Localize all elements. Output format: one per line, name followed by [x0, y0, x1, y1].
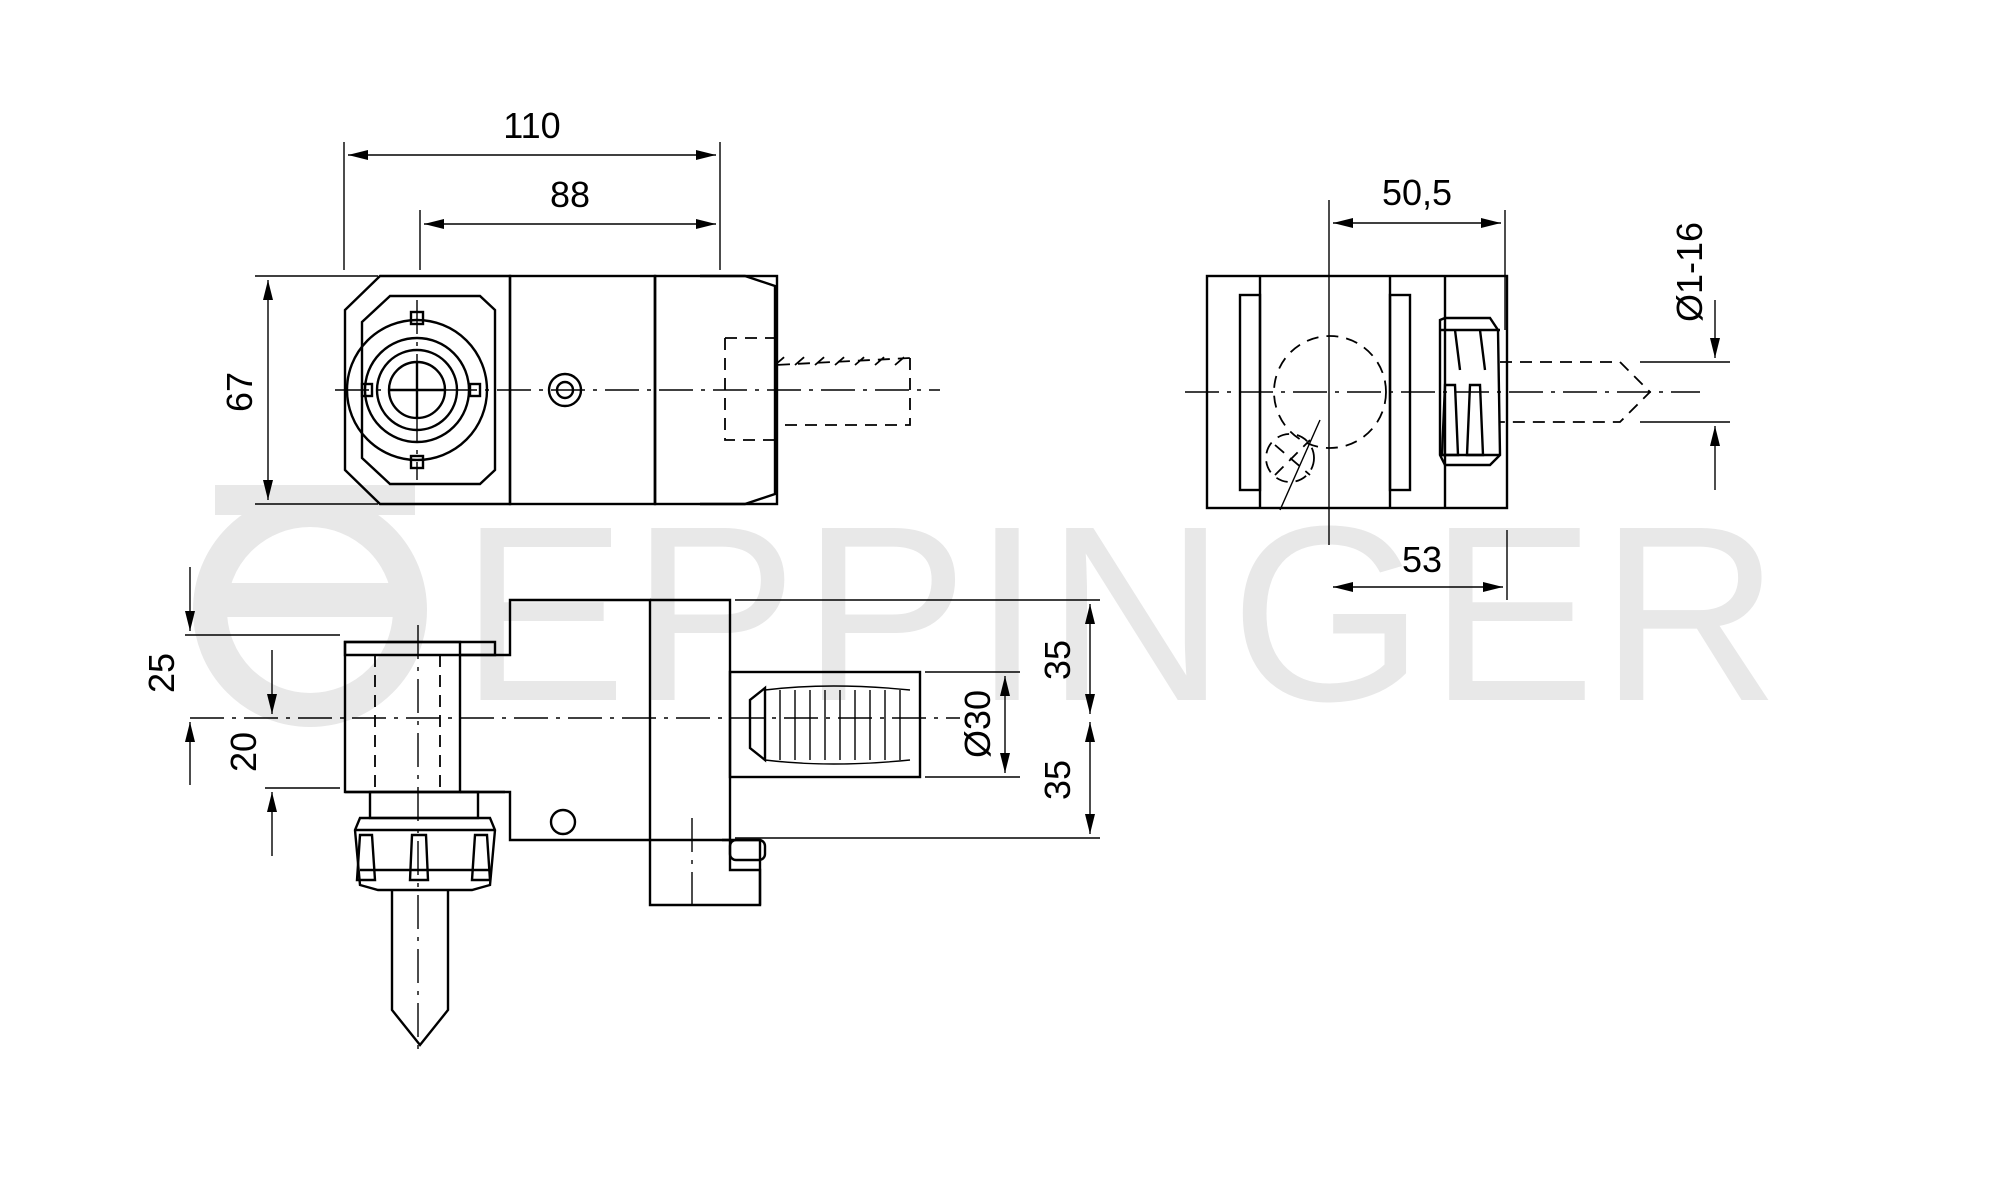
dim-label-50-5: 50,5	[1382, 172, 1452, 213]
top-right-view	[1185, 274, 1700, 511]
dim-label-25: 25	[141, 653, 182, 693]
dim-offset-lower: 20	[223, 650, 340, 856]
dim-shank-diameter: Ø30	[925, 671, 1020, 778]
dim-height: 67	[219, 275, 378, 505]
dim-overall-length: 110	[343, 105, 721, 270]
top-left-view	[335, 274, 940, 506]
dim-label-67: 67	[219, 372, 260, 412]
watermark-logo-icon	[193, 485, 427, 727]
dim-label-35-upper: 35	[1037, 640, 1078, 680]
dim-shank-halves: 35 35	[735, 599, 1100, 839]
watermark-text: EPPINGER	[460, 474, 1784, 753]
dim-label-20: 20	[223, 732, 264, 772]
dim-label-88: 88	[550, 174, 590, 215]
dim-offset-upper: 25	[141, 567, 340, 785]
bottom-view	[190, 598, 960, 1050]
dim-length: 88	[419, 174, 716, 270]
dim-right-bottom-width: 53	[1333, 530, 1508, 600]
dim-label-110: 110	[503, 105, 560, 146]
watermark: EPPINGER	[193, 474, 1784, 753]
dim-label-collet-range: Ø1-16	[1669, 222, 1710, 322]
dim-label-35-lower: 35	[1037, 760, 1078, 800]
dim-label-shank-diameter: Ø30	[957, 690, 998, 758]
dim-right-top-width: 50,5	[1328, 172, 1506, 545]
dim-collet-range: Ø1-16	[1640, 222, 1730, 490]
dim-label-53: 53	[1402, 539, 1442, 580]
